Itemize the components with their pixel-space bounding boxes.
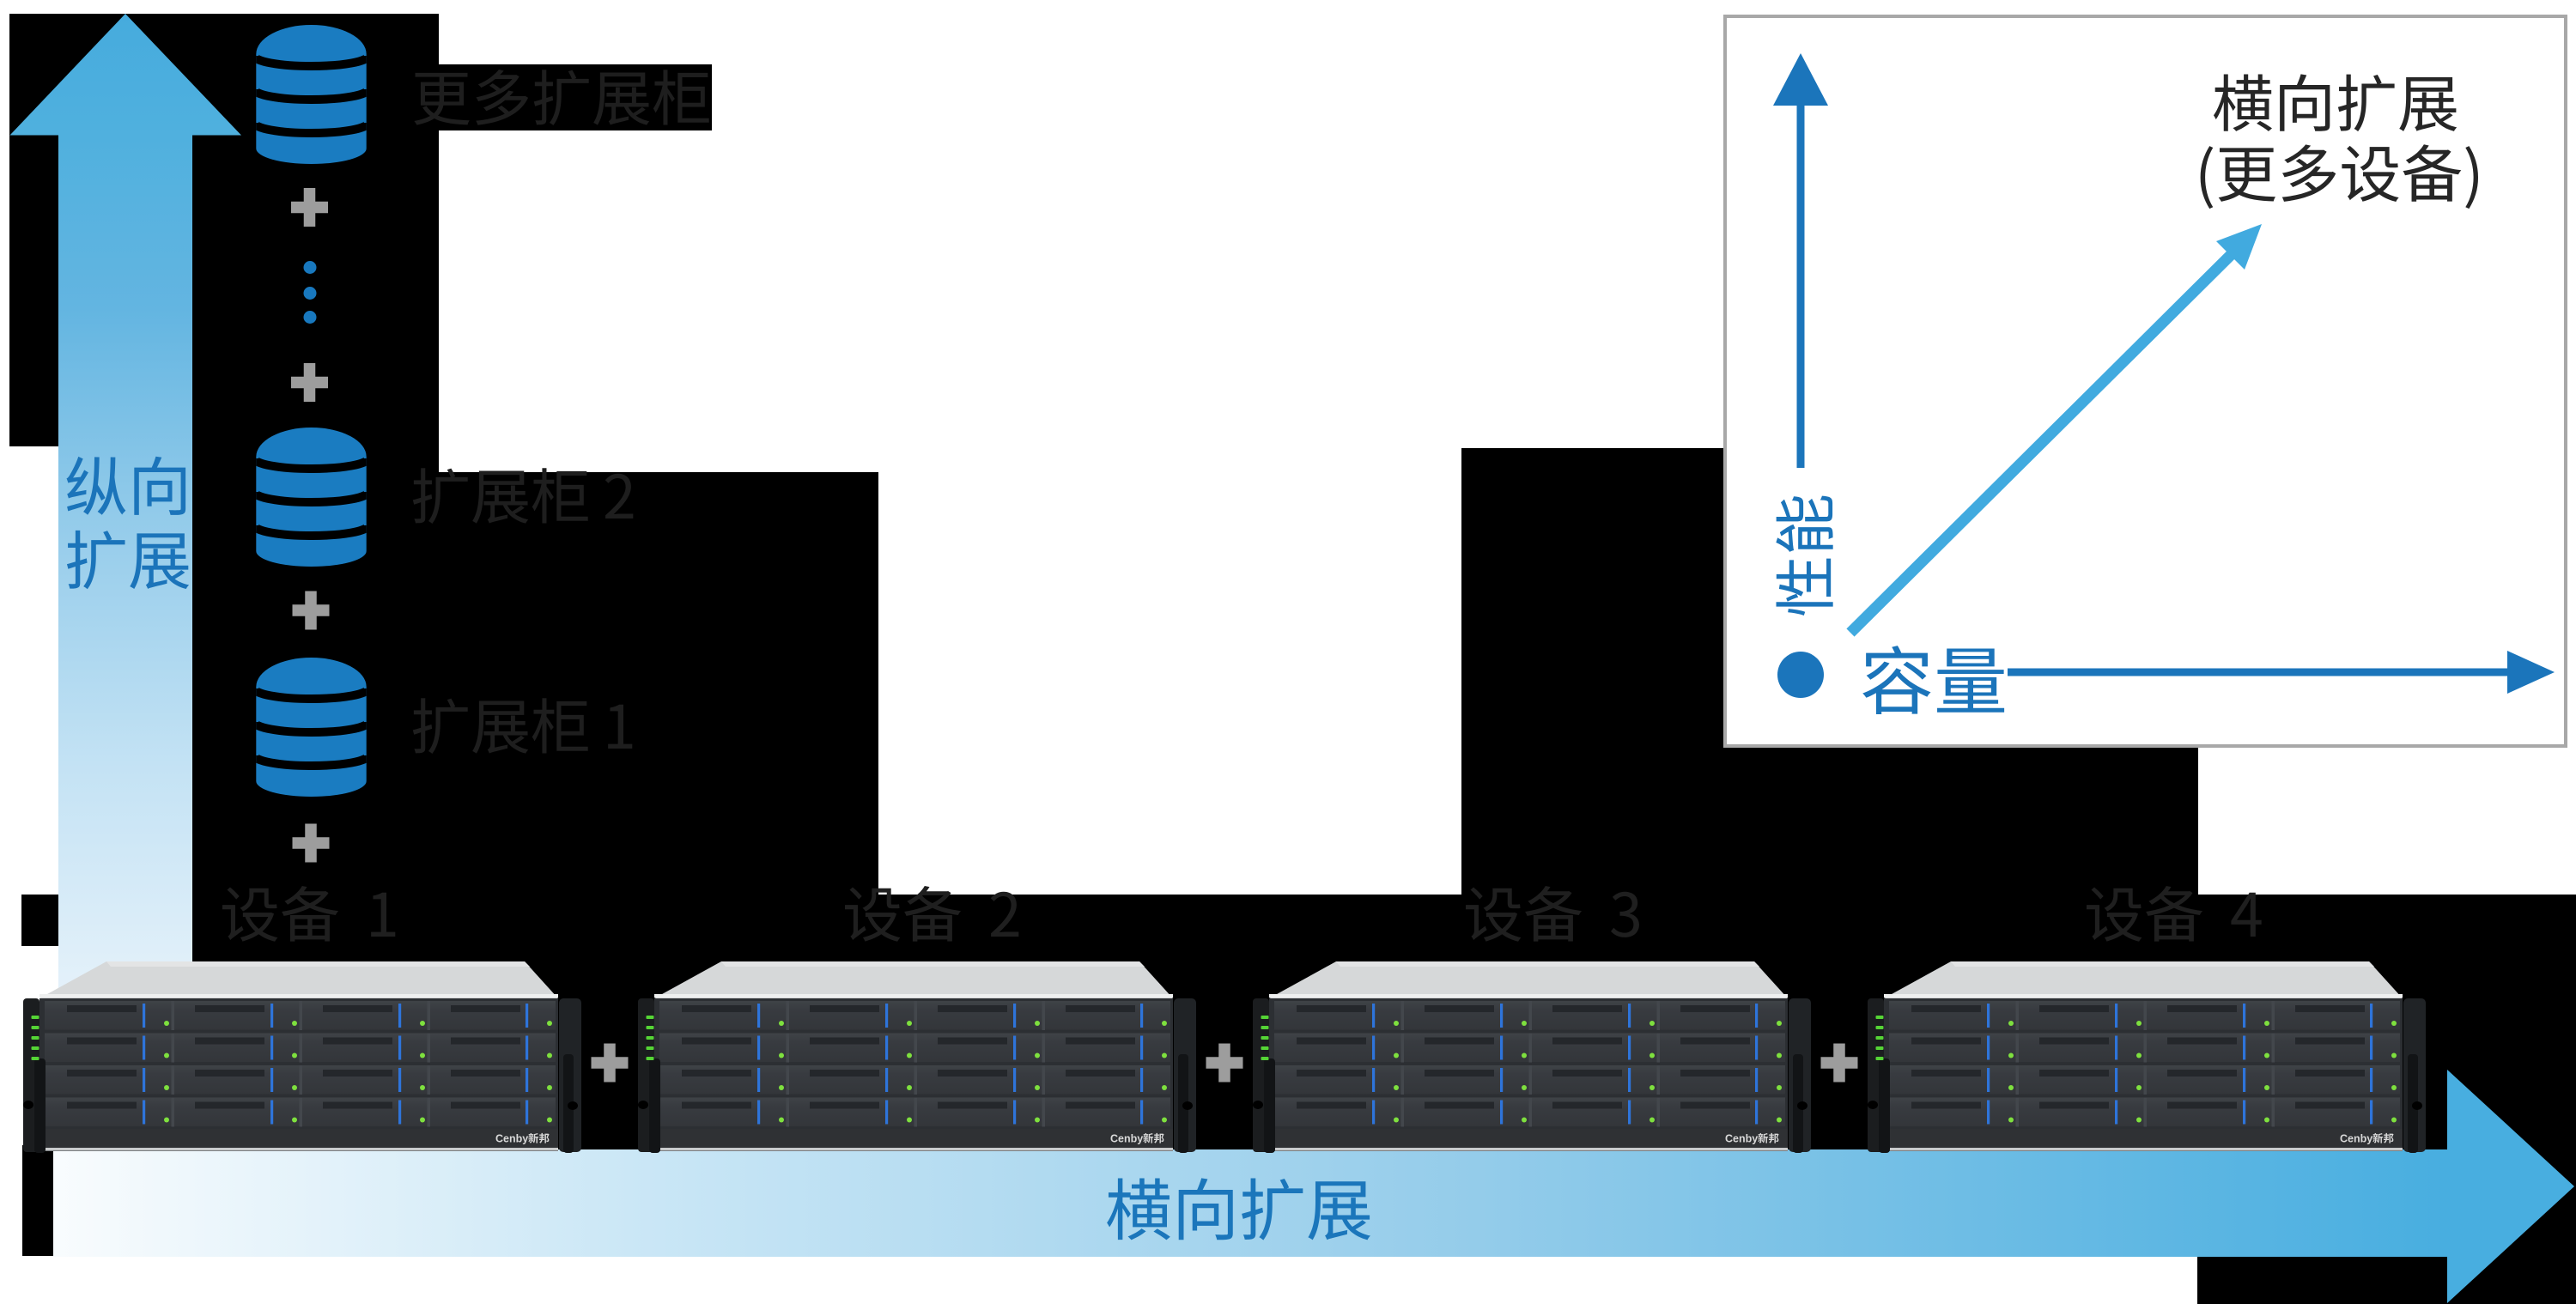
svg-text:Cenby: Cenby (1110, 1133, 1143, 1145)
svg-text:Cenby: Cenby (495, 1133, 528, 1145)
svg-text:Cenby: Cenby (1725, 1133, 1758, 1145)
svg-text:Cenby: Cenby (2340, 1133, 2372, 1145)
